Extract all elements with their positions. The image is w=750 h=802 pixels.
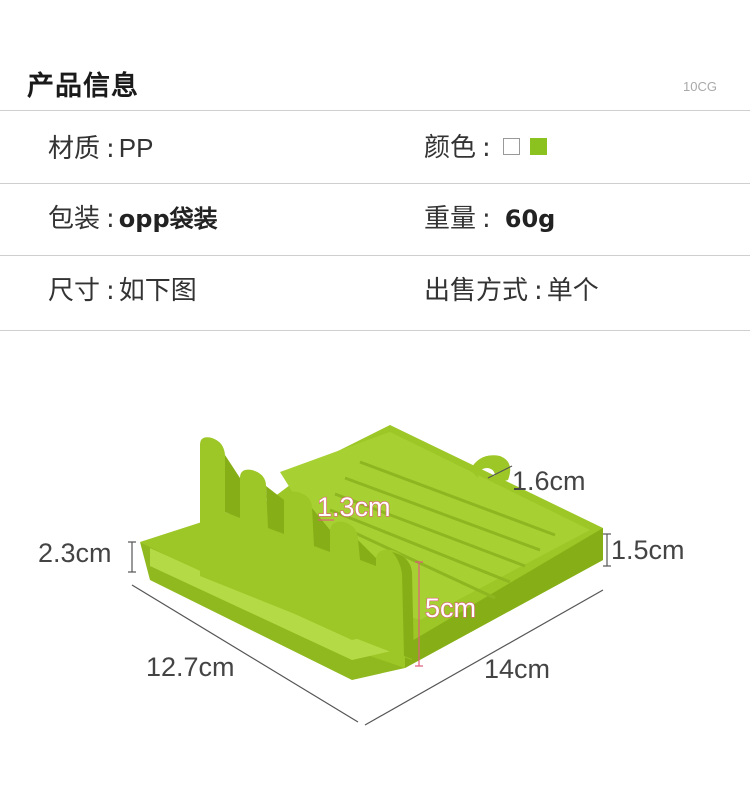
tray-lip [150, 548, 405, 660]
dimension-length: 14cm [484, 654, 550, 684]
divider [0, 110, 750, 111]
product-illustration: 1.6cm 1.3cm 2.3cm 1.5cm 5cm 12.7cm 14cm [38, 425, 685, 726]
spec-material: 材质:PP [48, 135, 153, 162]
spec-value: 如下图 [118, 276, 197, 306]
spec-value: opp袋装 [118, 205, 218, 233]
product-code: 10CG [683, 79, 717, 94]
dimension-right-height: 1.5cm [611, 535, 685, 565]
spoon-rest [200, 437, 412, 660]
spec-separator: : [106, 276, 115, 306]
spoon-rest-slots [225, 455, 376, 566]
tray-right-wall [405, 528, 603, 668]
dimension-width: 12.7cm [146, 652, 235, 682]
color-swatch-green [530, 138, 548, 155]
spec-size: 尺寸:如下图 [48, 278, 197, 304]
spec-label: 颜色 [424, 133, 477, 163]
hang-hook [470, 455, 511, 484]
spec-value: PP [118, 133, 154, 163]
spec-label: 包装 [48, 204, 101, 234]
divider [0, 183, 750, 184]
spec-separator: : [482, 133, 491, 163]
spec-separator: : [106, 134, 115, 164]
spec-weight: 重量:60g [424, 206, 555, 232]
spec-separator: : [534, 276, 543, 306]
spec-label: 出售方式 [424, 276, 529, 306]
color-swatch-white [503, 138, 521, 155]
dimension-lines-pink [318, 519, 423, 667]
spoon-rest-edge [392, 552, 414, 660]
spec-color: 颜色: [424, 135, 557, 161]
dimension-left-height: 2.3cm [38, 538, 112, 568]
dimension-slot: 1.3cm [317, 492, 391, 522]
dimension-lines [128, 465, 611, 726]
spec-label: 重量 [424, 204, 477, 234]
divider [0, 330, 750, 331]
spec-value: 单个 [546, 276, 599, 306]
spec-separator: : [482, 204, 491, 234]
spec-label: 尺寸 [48, 276, 101, 306]
dimension-rest-height: 5cm [425, 593, 476, 623]
spec-package: 包装:opp袋装 [48, 206, 218, 232]
spec-label: 材质 [48, 134, 101, 164]
section-title: 产品信息 [27, 71, 139, 102]
dimension-hook: 1.6cm [512, 466, 586, 496]
divider [0, 255, 750, 256]
spec-separator: : [106, 204, 115, 234]
spec-sale-method: 出售方式:单个 [424, 278, 599, 304]
spec-value: 60g [504, 205, 556, 233]
